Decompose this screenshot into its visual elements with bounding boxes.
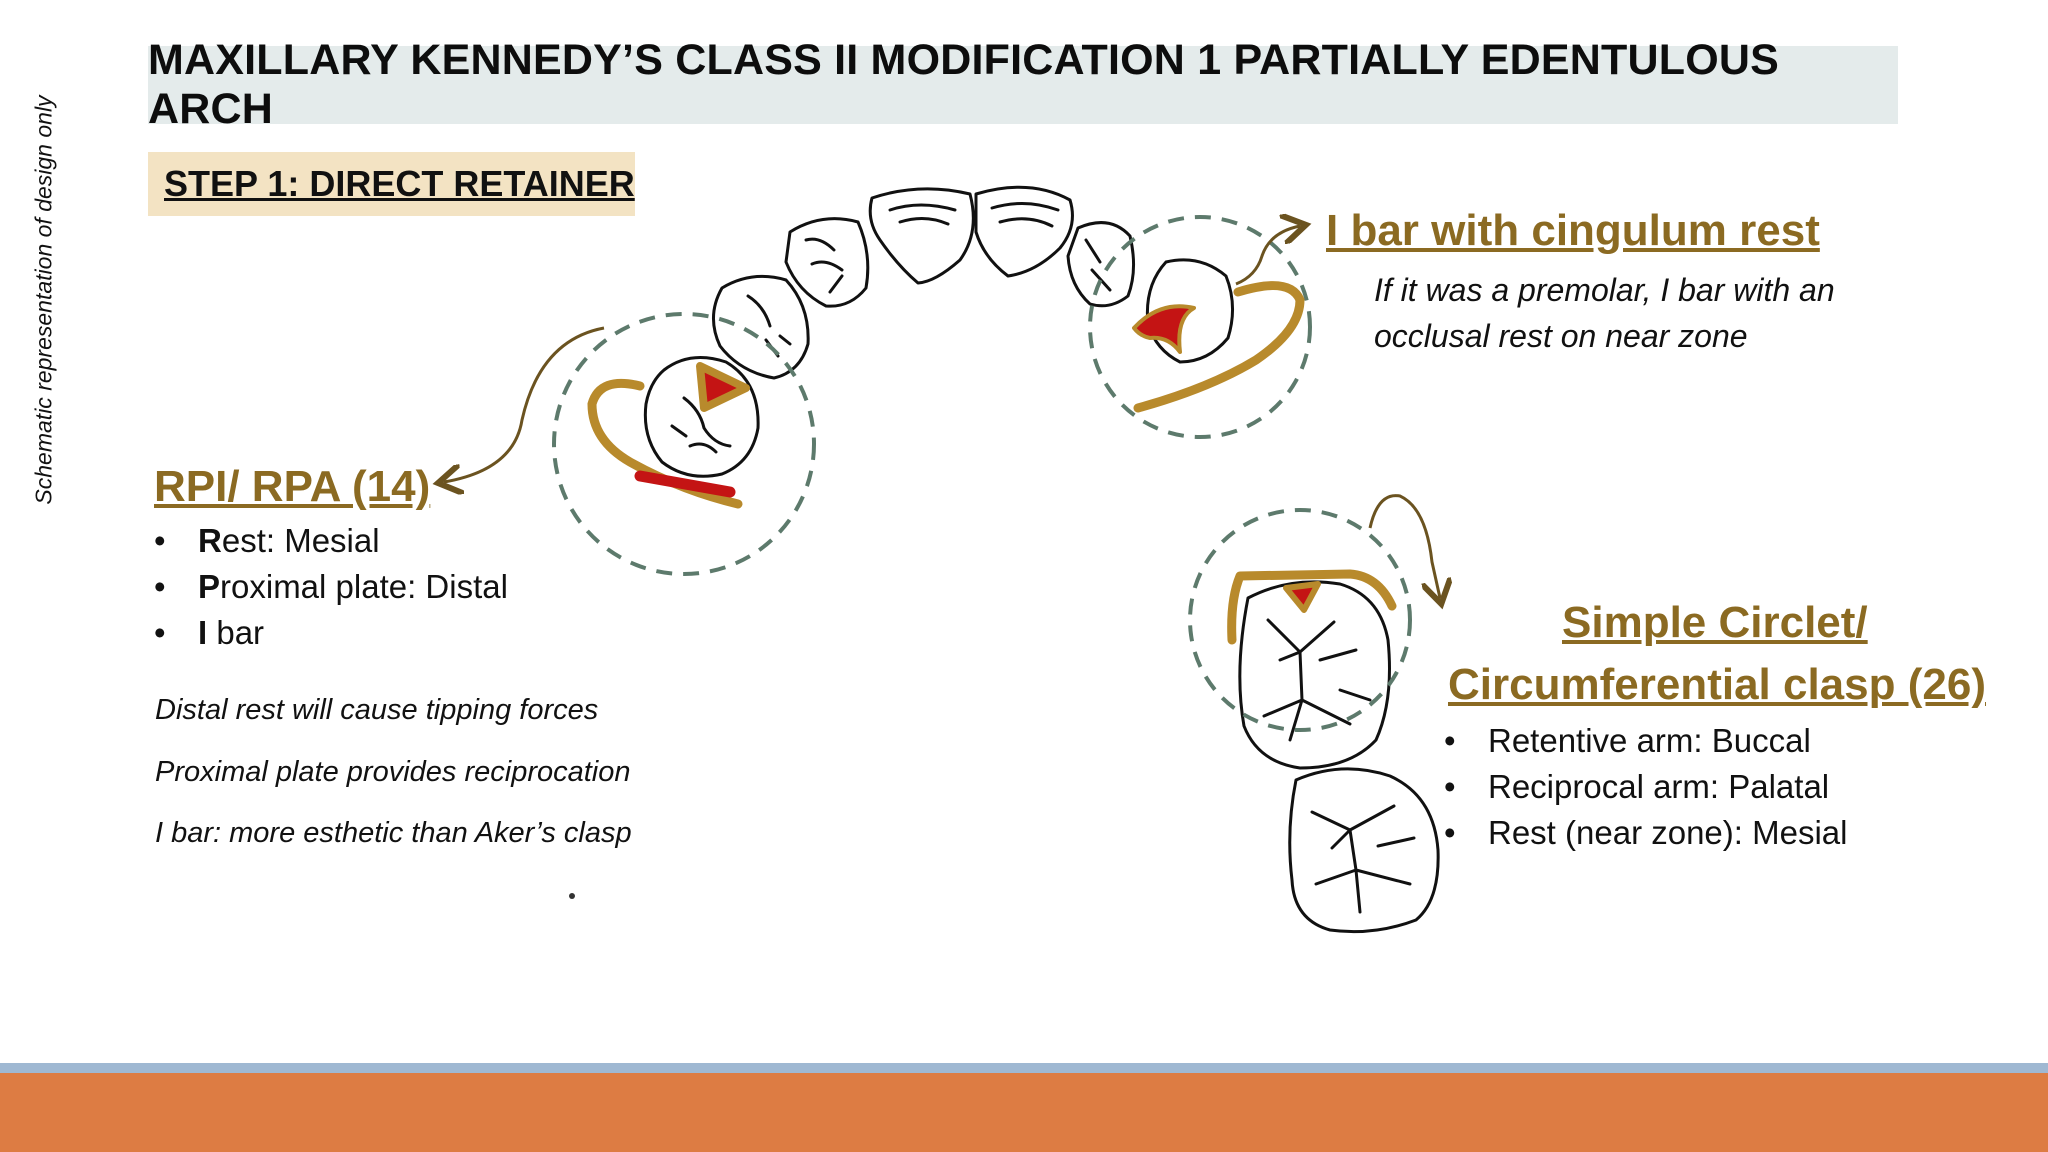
- list-item: Reciprocal arm: Palatal: [1440, 764, 1847, 810]
- tooth-central-incisor-left: [974, 185, 1074, 278]
- tooth-molar-26: [1238, 580, 1391, 770]
- ibar-heading: I bar with cingulum rest: [1326, 206, 1820, 255]
- rpi-note: Proximal plate provides reciprocation: [155, 756, 631, 788]
- step-label-box: STEP 1: DIRECT RETAINER: [148, 152, 635, 216]
- highlight-circle-ibar: [1088, 215, 1312, 439]
- highlight-circle-circlet: [1188, 508, 1412, 732]
- tooth-lateral-incisor-left: [1066, 221, 1135, 308]
- list-item: Retentive arm: Buccal: [1440, 718, 1847, 764]
- ibar-clasp: [1132, 281, 1305, 413]
- tooth-central-incisor-right: [868, 187, 975, 285]
- rpi-heading: RPI/ RPA (14): [154, 462, 431, 511]
- tooth-lateral-incisor-right: [784, 217, 870, 308]
- list-item: Rest: Mesial: [150, 518, 508, 564]
- tooth-premolar-14: [643, 356, 760, 478]
- title-bar: MAXILLARY KENNEDY’S CLASS II MODIFICATIO…: [148, 36, 1898, 133]
- page-title: MAXILLARY KENNEDY’S CLASS II MODIFICATIO…: [148, 36, 1779, 133]
- list-item: Rest (near zone): Mesial: [1440, 810, 1847, 856]
- arrow-ibar: [1235, 226, 1300, 286]
- rest-mesial-26: [1283, 581, 1321, 613]
- arrow-rpi: [444, 326, 605, 482]
- cingulum-rest: [1132, 304, 1196, 354]
- ibar-note-line1: If it was a premolar, I bar with an: [1374, 272, 1835, 308]
- ibar-note-line2: occlusal rest on near zone: [1374, 318, 1748, 354]
- footer-divider: [0, 1063, 2048, 1073]
- arrow-circlet: [1368, 494, 1440, 598]
- circlet-clasp: [1227, 569, 1397, 645]
- step-label: STEP 1: DIRECT RETAINER: [164, 163, 635, 204]
- rpi-note: I bar: more esthetic than Aker’s clasp: [155, 817, 632, 849]
- circlet-heading-line1: Simple Circlet/: [1562, 598, 1868, 647]
- tooth-canine-right: [712, 274, 810, 380]
- footer-bar: [0, 1073, 2048, 1152]
- list-item: Proximal plate: Distal: [150, 564, 508, 610]
- tooth-molar-27: [1288, 767, 1440, 934]
- list-item: I bar: [150, 610, 508, 656]
- circlet-heading-line2: Circumferential clasp (26): [1448, 660, 1986, 709]
- circlet-list: Retentive arm: Buccal Reciprocal arm: Pa…: [1440, 718, 1847, 856]
- rpi-note: Distal rest will cause tipping forces: [155, 694, 599, 726]
- highlight-circle-rpi: [552, 312, 816, 576]
- rest-mesial-14: [696, 362, 750, 412]
- rpi-list: Rest: Mesial Proximal plate: Distal I ba…: [150, 518, 508, 656]
- rpi-clasp: [587, 362, 750, 509]
